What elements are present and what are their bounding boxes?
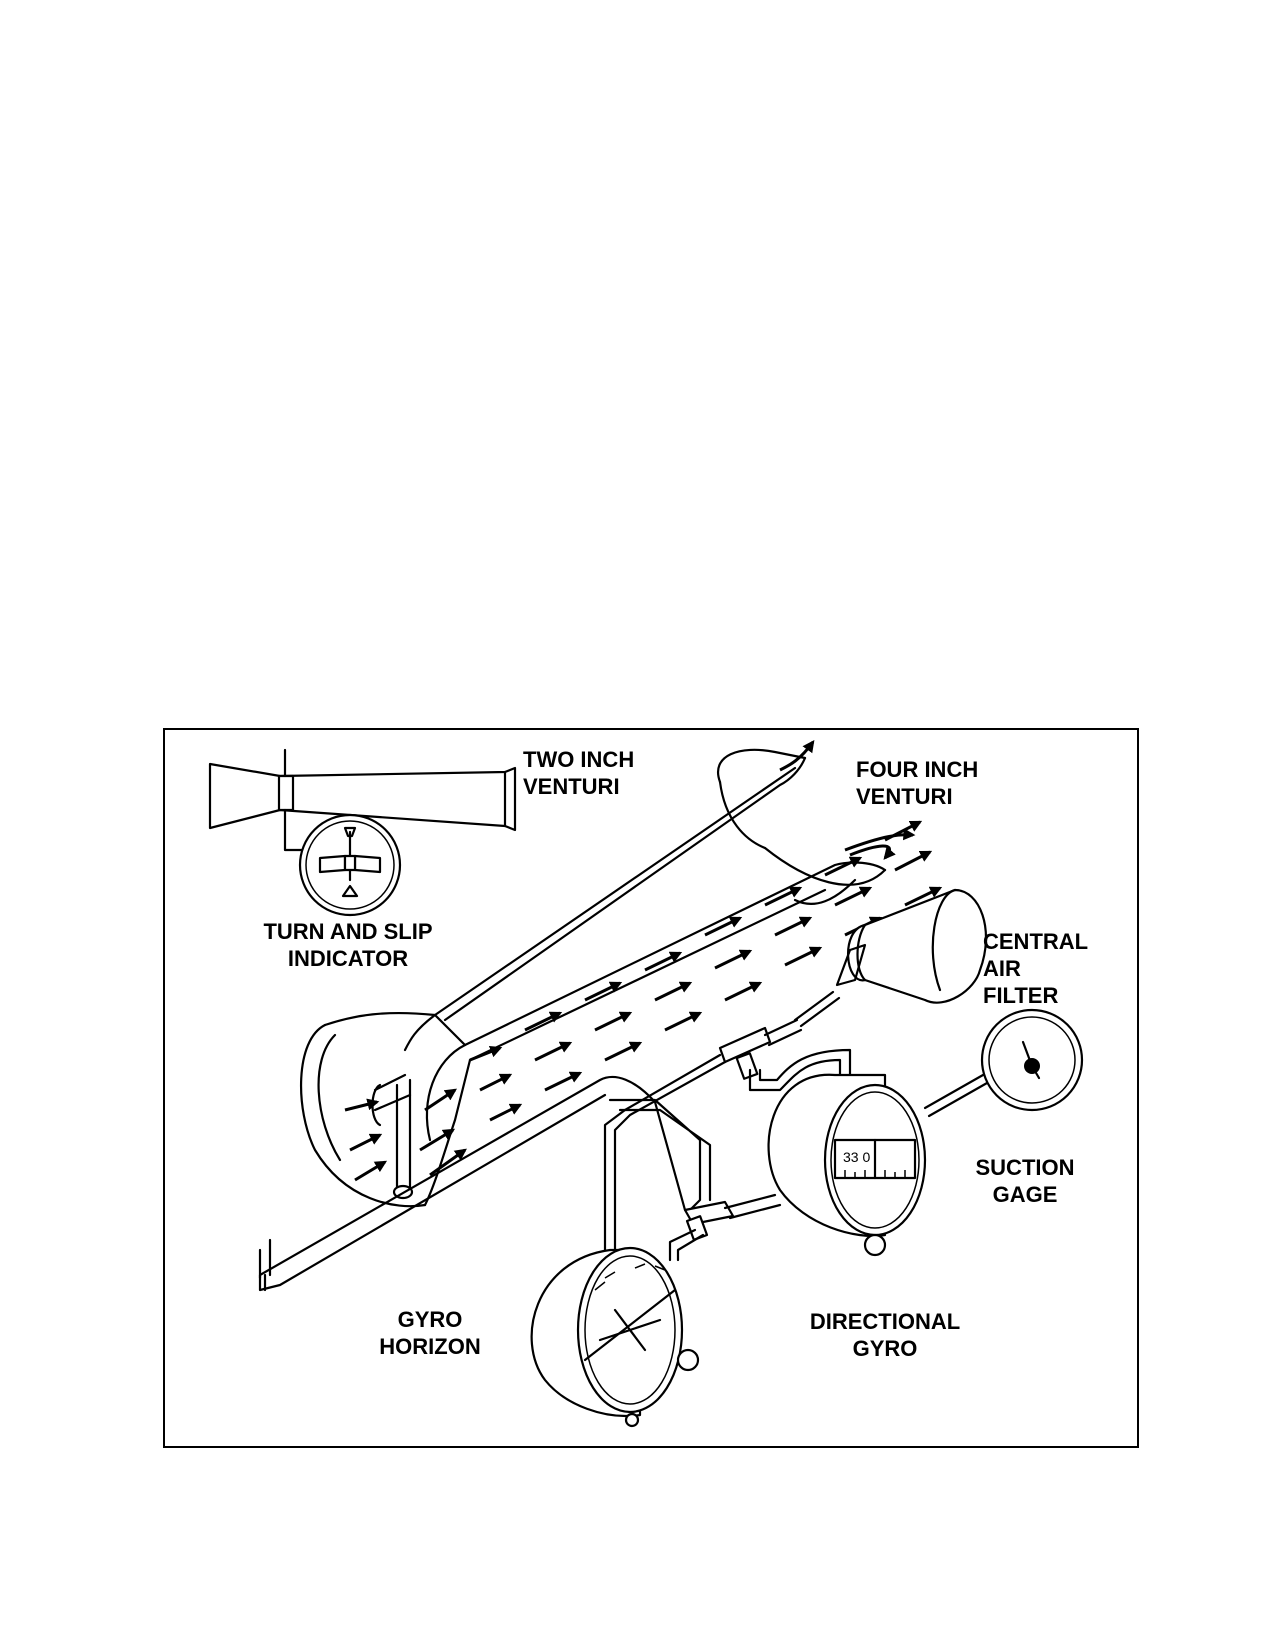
gyro-horizon [530, 1246, 700, 1428]
turn-and-slip-indicator [298, 813, 402, 917]
figure-frame: 33 0 TWO INCH VENTURI FOUR INCH [163, 728, 1139, 1448]
four-inch-venturi-tube [299, 748, 887, 1208]
central-air-filter-label: CENTRAL AIR FILTER [983, 929, 1089, 1008]
suction-gage-label: SUCTION GAGE [975, 1155, 1075, 1207]
directional-gyro [767, 1073, 927, 1257]
vacuum-system-diagram: 33 0 [208, 740, 1084, 1428]
two-inch-venturi-tube [208, 748, 517, 852]
four-inch-venturi-label: FOUR INCH VENTURI [856, 757, 979, 809]
central-air-filter [793, 888, 988, 1028]
directional-gyro-label: DIRECTIONAL GYRO [809, 1309, 961, 1361]
two-inch-venturi-label: TWO INCH VENTURI [523, 747, 635, 799]
gyro-horizon-label: GYRO HORIZON [379, 1307, 481, 1359]
directional-gyro-card-text: 33 0 [843, 1149, 870, 1165]
turn-and-slip-label: TURN AND SLIP INDICATOR [263, 919, 433, 971]
suction-gage [923, 1008, 1084, 1118]
vacuum-tubing [258, 1018, 852, 1292]
